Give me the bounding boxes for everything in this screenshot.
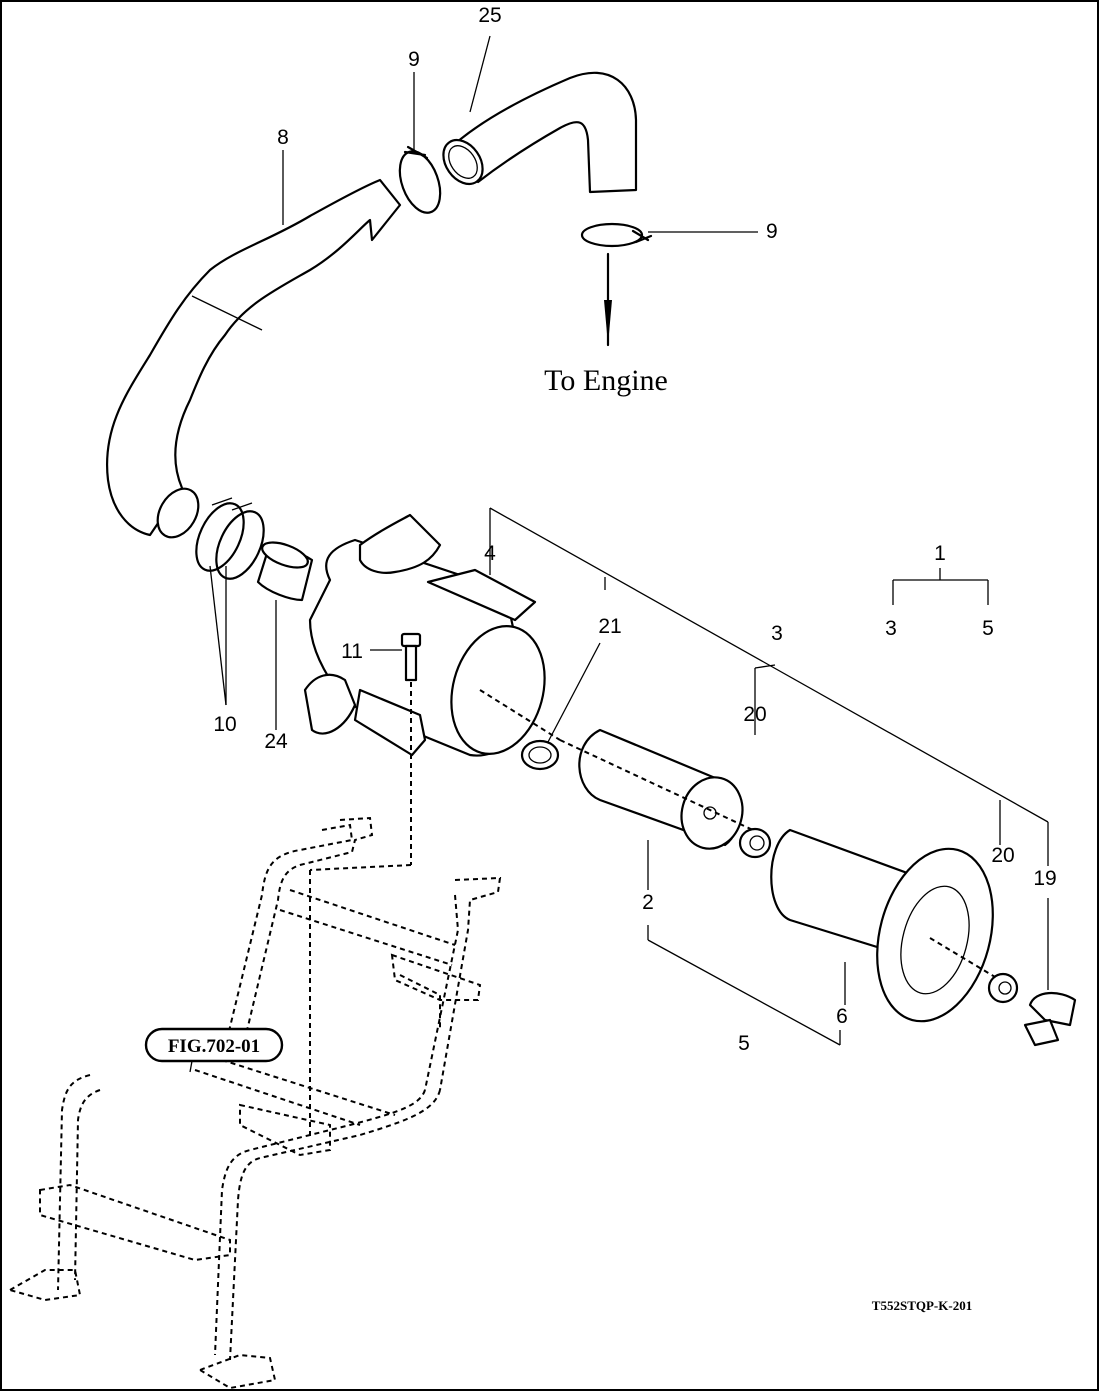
callout-20-upper: 20 bbox=[743, 703, 766, 726]
callout-19: 19 bbox=[1033, 867, 1056, 890]
upper-elbow-hose bbox=[442, 35, 638, 194]
lower-hose-clamp bbox=[580, 222, 758, 347]
callout-5: 5 bbox=[738, 1032, 750, 1055]
callout-10: 10 bbox=[213, 713, 236, 736]
figure-reference-callout[interactable]: FIG.702-01 bbox=[144, 1027, 284, 1073]
kit-bracket bbox=[647, 925, 841, 1046]
frame-reference-outline bbox=[7, 816, 502, 1390]
to-engine-label: To Engine bbox=[544, 364, 668, 397]
mounting-bolt bbox=[370, 632, 422, 865]
callout-3-tree: 3 bbox=[885, 617, 897, 640]
callout-8: 8 bbox=[277, 126, 289, 149]
housing-outlet-cap bbox=[520, 642, 601, 771]
figure-reference-label: FIG.702-01 bbox=[168, 1036, 260, 1057]
callout-2: 2 bbox=[642, 891, 654, 914]
callout-3: 3 bbox=[771, 622, 783, 645]
assembly-leader-lines bbox=[489, 507, 1049, 866]
callout-25: 25 bbox=[478, 4, 501, 27]
intake-hose bbox=[105, 150, 402, 539]
callout-20-lower: 20 bbox=[991, 844, 1014, 867]
drawing-code: T552STQP-K-201 bbox=[872, 1298, 972, 1313]
air-cleaner-housing bbox=[303, 508, 561, 757]
callout-1: 1 bbox=[934, 542, 946, 565]
secondary-filter-element bbox=[770, 828, 1006, 1023]
callout-21: 21 bbox=[598, 615, 621, 638]
air-cleaner-inlet-clamps bbox=[195, 497, 265, 706]
callout-9-upper: 9 bbox=[408, 48, 420, 71]
callout-4: 4 bbox=[484, 542, 496, 565]
callout-5-tree: 5 bbox=[982, 617, 994, 640]
element-seal-upper bbox=[738, 827, 772, 859]
element-seal-lower bbox=[987, 972, 1019, 1004]
callout-9-lower: 9 bbox=[766, 220, 778, 243]
wing-nut bbox=[1023, 898, 1077, 1047]
assembly-tree bbox=[892, 568, 989, 605]
upper-hose-clamp bbox=[398, 72, 442, 214]
inlet-sleeve bbox=[256, 541, 314, 730]
primary-filter-element bbox=[559, 728, 771, 890]
callout-6: 6 bbox=[836, 1005, 848, 1028]
callout-24: 24 bbox=[264, 730, 288, 753]
callout-11: 11 bbox=[341, 640, 363, 663]
